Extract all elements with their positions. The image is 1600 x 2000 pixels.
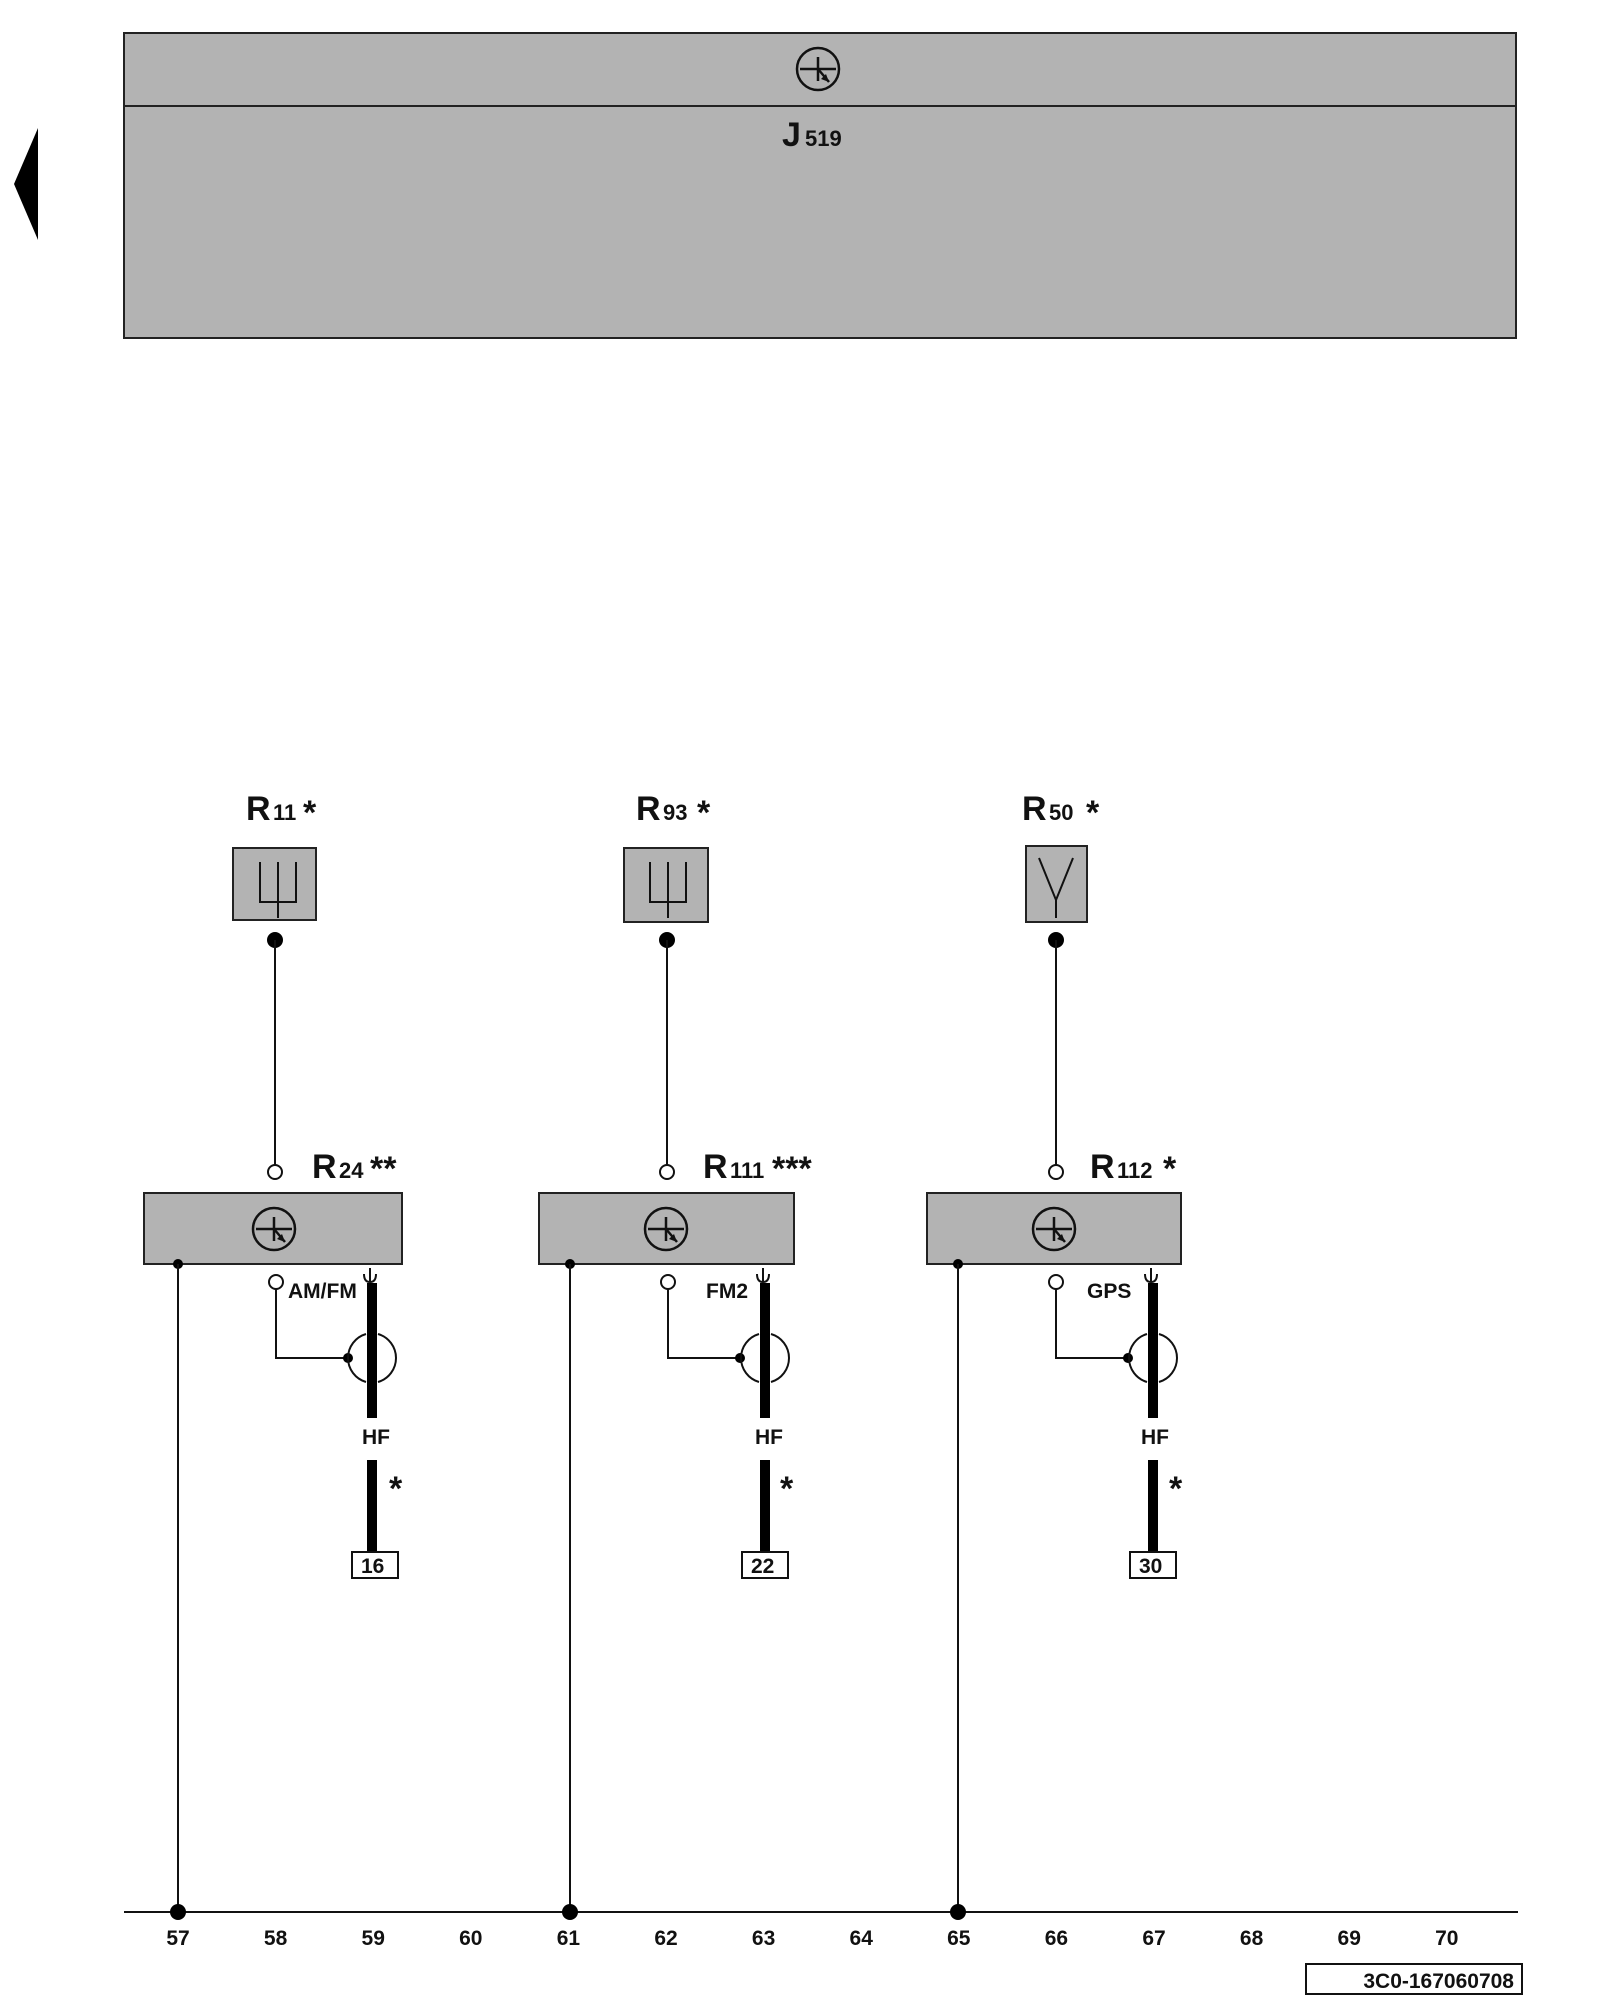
ref-box[interactable] <box>351 1551 399 1579</box>
antenna-amplifier-icon <box>643 1206 689 1252</box>
track-number: 65 <box>947 1927 971 1950</box>
ref-number: 16 <box>361 1555 384 1578</box>
antenna-mark: * <box>1086 794 1100 832</box>
track-number: 68 <box>1240 1927 1264 1950</box>
control-unit-name: J <box>782 116 801 154</box>
circuit-r50-r112: R 50 * R 112 * GPS HF <box>926 790 1183 1912</box>
antenna-mark: * <box>303 794 317 832</box>
cable-mark: * <box>1169 1470 1183 1508</box>
ground-point <box>170 1904 186 1920</box>
cable-mark: * <box>780 1470 794 1508</box>
track-number: 60 <box>459 1927 482 1950</box>
antenna-mark: * <box>697 794 711 832</box>
cable-label: HF <box>755 1426 783 1449</box>
diagram-code: 3C0-167060708 <box>1363 1970 1514 1993</box>
control-unit-box <box>123 32 1517 339</box>
ground-point <box>562 1904 578 1920</box>
amplifier-name: R <box>1090 1148 1115 1186</box>
track-number-row: 57 58 59 60 61 62 63 64 65 66 67 68 69 70 <box>166 1927 1458 1950</box>
track-number: 58 <box>264 1927 288 1950</box>
amplifier-number: 24 <box>339 1158 364 1183</box>
amplifier-number: 112 <box>1117 1158 1153 1183</box>
ground-point <box>950 1904 966 1920</box>
circuit-r11-r24: R 11 * R 24 ** AM/FM HF <box>143 790 403 1912</box>
ref-number: 22 <box>751 1555 774 1578</box>
amplifier-name: R <box>312 1148 337 1186</box>
amplifier-mark: *** <box>772 1150 812 1188</box>
track-number: 64 <box>850 1927 874 1950</box>
antenna-name: R <box>1022 790 1047 828</box>
rod-antenna-icon <box>232 847 317 921</box>
track-number: 62 <box>654 1927 677 1950</box>
antenna-name: R <box>246 790 271 828</box>
amplifier-name: R <box>703 1148 728 1186</box>
signal-label: GPS <box>1087 1280 1131 1303</box>
ref-box[interactable] <box>1129 1551 1177 1579</box>
amplifier-mark: ** <box>370 1150 397 1188</box>
antenna-number: 11 <box>273 800 296 825</box>
circuit-r93-r111: R 93 * R 111 *** FM2 HF <box>538 790 812 1912</box>
cable-label: HF <box>1141 1426 1169 1449</box>
amplifier-mark: * <box>1163 1150 1177 1188</box>
cable-mark: * <box>389 1470 403 1508</box>
control-unit-j519: J 519 <box>123 32 1517 339</box>
signal-label: AM/FM <box>288 1280 357 1303</box>
cable-label: HF <box>362 1426 390 1449</box>
antenna-amplifier-icon <box>251 1206 297 1252</box>
ref-box[interactable] <box>741 1551 789 1579</box>
control-unit-number: 519 <box>805 126 842 151</box>
antenna-amplifier-icon <box>1031 1206 1077 1252</box>
diagram-code-box <box>1305 1963 1523 1995</box>
antenna-number: 93 <box>663 800 687 825</box>
track-number: 67 <box>1142 1927 1165 1950</box>
ref-number: 30 <box>1139 1555 1162 1578</box>
track-number: 70 <box>1435 1927 1458 1950</box>
amplifier-number: 111 <box>730 1158 764 1183</box>
antenna-name: R <box>636 790 661 828</box>
track-number: 61 <box>557 1927 581 1950</box>
antenna-amplifier-icon <box>795 46 841 92</box>
track-number: 63 <box>752 1927 775 1950</box>
track-number: 57 <box>166 1927 189 1950</box>
rod-antenna-icon <box>623 847 709 923</box>
gps-antenna-icon <box>1025 845 1088 923</box>
track-number: 69 <box>1338 1927 1361 1950</box>
signal-label: FM2 <box>706 1280 748 1303</box>
prev-page-arrow-icon[interactable] <box>14 128 38 240</box>
antenna-number: 50 <box>1049 800 1073 825</box>
track-number: 59 <box>362 1927 385 1950</box>
track-number: 66 <box>1045 1927 1068 1950</box>
